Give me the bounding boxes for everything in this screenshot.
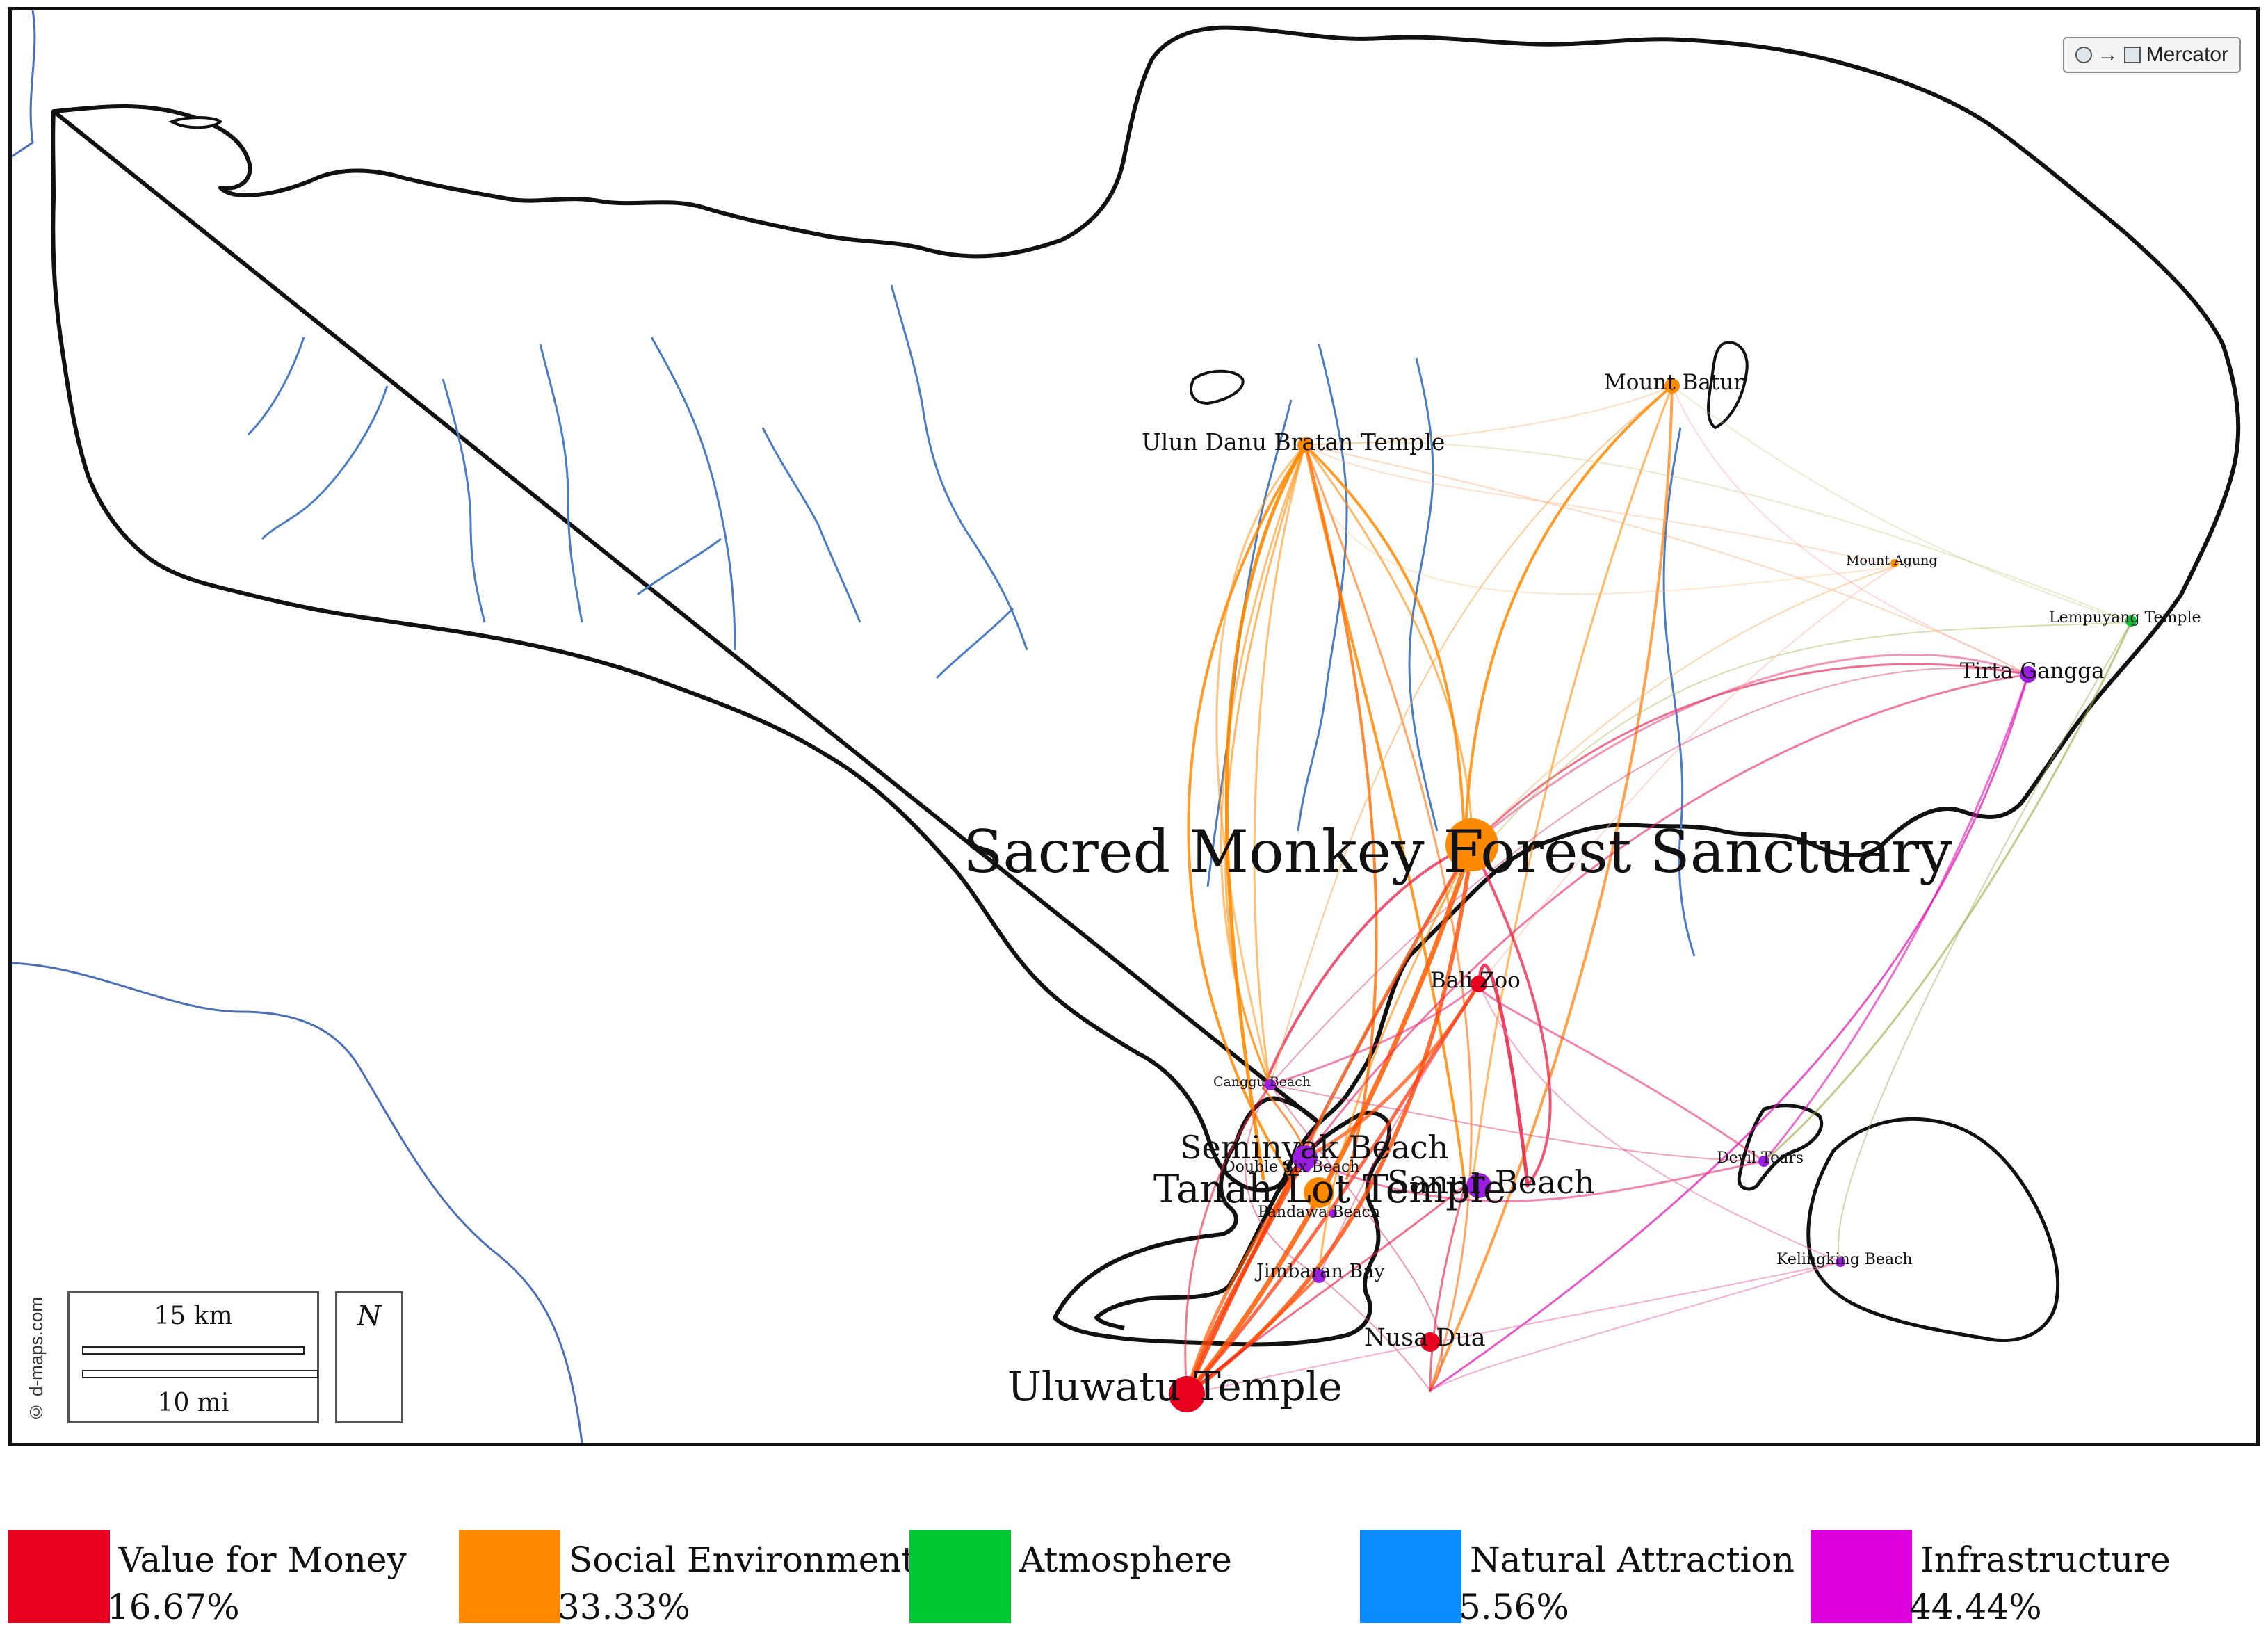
node-devils[interactable] [1758,1156,1769,1167]
lake-batur [1707,341,1749,430]
scale-mi-label: 10 mi [157,1389,229,1417]
label-ulundanu: Ulun Danu Bratan Temple [1142,428,1445,455]
legend-label: Value for Money [118,1540,407,1580]
legend-swatch [1360,1530,1461,1623]
node-balizoo[interactable] [1471,976,1487,992]
legend-swatch [459,1530,560,1623]
label-canggu: Canggu Beach [1213,1074,1311,1090]
label-agung: Mount Agung [1846,553,1938,568]
node-tirta[interactable] [2020,666,2036,683]
north-label: N [357,1300,382,1332]
arrow-right-icon: → [2097,43,2119,66]
node-batur[interactable] [1664,378,1680,394]
label-sacred: Sacred Monkey Forest Sanctuary [963,818,1952,886]
legend-item-atmosphere: Atmosphere [909,1530,1340,1634]
legend-item-value-for-money: Value for Money 16.67% [8,1530,439,1634]
node-uluwatu[interactable] [1169,1376,1205,1412]
legend-swatch [8,1530,110,1623]
legend-item-natural-attraction: Natural Attraction 5.56% [1360,1530,1795,1634]
map-square-icon [2123,47,2141,63]
bali-map[interactable] [12,10,2256,1443]
legend-pct: 5.56% [1459,1587,1569,1627]
node-ulundanu[interactable] [1297,437,1313,453]
network-edges [1184,385,2132,1397]
label-pandawa: Pandawa Beach [1258,1204,1381,1221]
map-credit: © d-maps.com [26,1296,47,1422]
label-uluwatu: Uluwatu Temple [1007,1363,1343,1410]
node-tanahlot[interactable] [1304,1177,1334,1208]
label-balizoo: Bali Zoo [1430,968,1521,993]
lake-buyan [1190,369,1245,405]
label-tirta: Tirta Gangga [1960,659,2105,684]
java-coast-south [12,962,583,1443]
node-doublesix[interactable] [1302,1164,1311,1172]
globe-circle-icon [2075,47,2092,63]
islet-north [168,116,223,129]
label-batur: Mount Batur [1604,370,1744,395]
legend-swatch [1811,1530,1912,1623]
label-jimbaran: Jimbaran Bay [1256,1261,1385,1282]
node-pandawa[interactable] [1329,1209,1337,1218]
projection-badge[interactable]: → Mercator [2062,37,2241,73]
nusa-penida [1806,1117,2060,1343]
java-coast [12,10,36,158]
node-agung[interactable] [1890,559,1899,567]
legend-label: Natural Attraction [1470,1540,1795,1580]
node-seminyak[interactable] [1293,1145,1318,1170]
label-devils: Devil Tears [1717,1149,1804,1167]
node-kelingking[interactable] [1836,1257,1845,1267]
legend: Value for Money 16.67% Social Environmen… [8,1530,2260,1634]
label-tanahlot: Tanah Lot Temple [1153,1167,1507,1212]
legend-label: Infrastructure [1920,1540,2171,1580]
map-frame: Sacred Monkey Forest Sanctuary Uluwatu T… [8,7,2260,1446]
legend-label: Social Environment [569,1540,916,1580]
label-nusadua: Nusa Dua [1364,1324,1486,1352]
node-nusadua[interactable] [1420,1332,1440,1352]
scale-bar: 15 km 10 mi [67,1291,319,1423]
scale-bar-km [82,1346,305,1355]
node-canggu[interactable] [1265,1079,1276,1090]
legend-item-social-environment: Social Environment 33.33% [459,1530,916,1634]
legend-pct: 33.33% [558,1587,690,1627]
node-sacred[interactable] [1445,818,1498,871]
legend-item-infrastructure: Infrastructure 44.44% [1811,1530,2242,1634]
node-sanur[interactable] [1466,1173,1491,1198]
north-indicator: N [335,1291,403,1423]
node-jimbaran[interactable] [1312,1269,1326,1283]
label-doublesix: Double Six Beach [1223,1158,1360,1176]
label-sanur: Sanur Beach [1387,1163,1595,1201]
label-lempuyang: Lempuyang Temple [2049,609,2201,627]
scale-bar-mi [82,1370,318,1378]
legend-pct: 16.67% [107,1587,240,1627]
legend-swatch [909,1530,1011,1623]
scale-km-label: 15 km [154,1302,233,1330]
projection-label: Mercator [2146,43,2228,66]
label-kelingking: Kelingking Beach [1776,1251,1913,1268]
legend-label: Atmosphere [1019,1540,1232,1580]
label-seminyak: Seminyak Beach [1180,1129,1449,1166]
node-lempuyang[interactable] [2125,615,2137,627]
legend-pct: 44.44% [1909,1587,2042,1627]
